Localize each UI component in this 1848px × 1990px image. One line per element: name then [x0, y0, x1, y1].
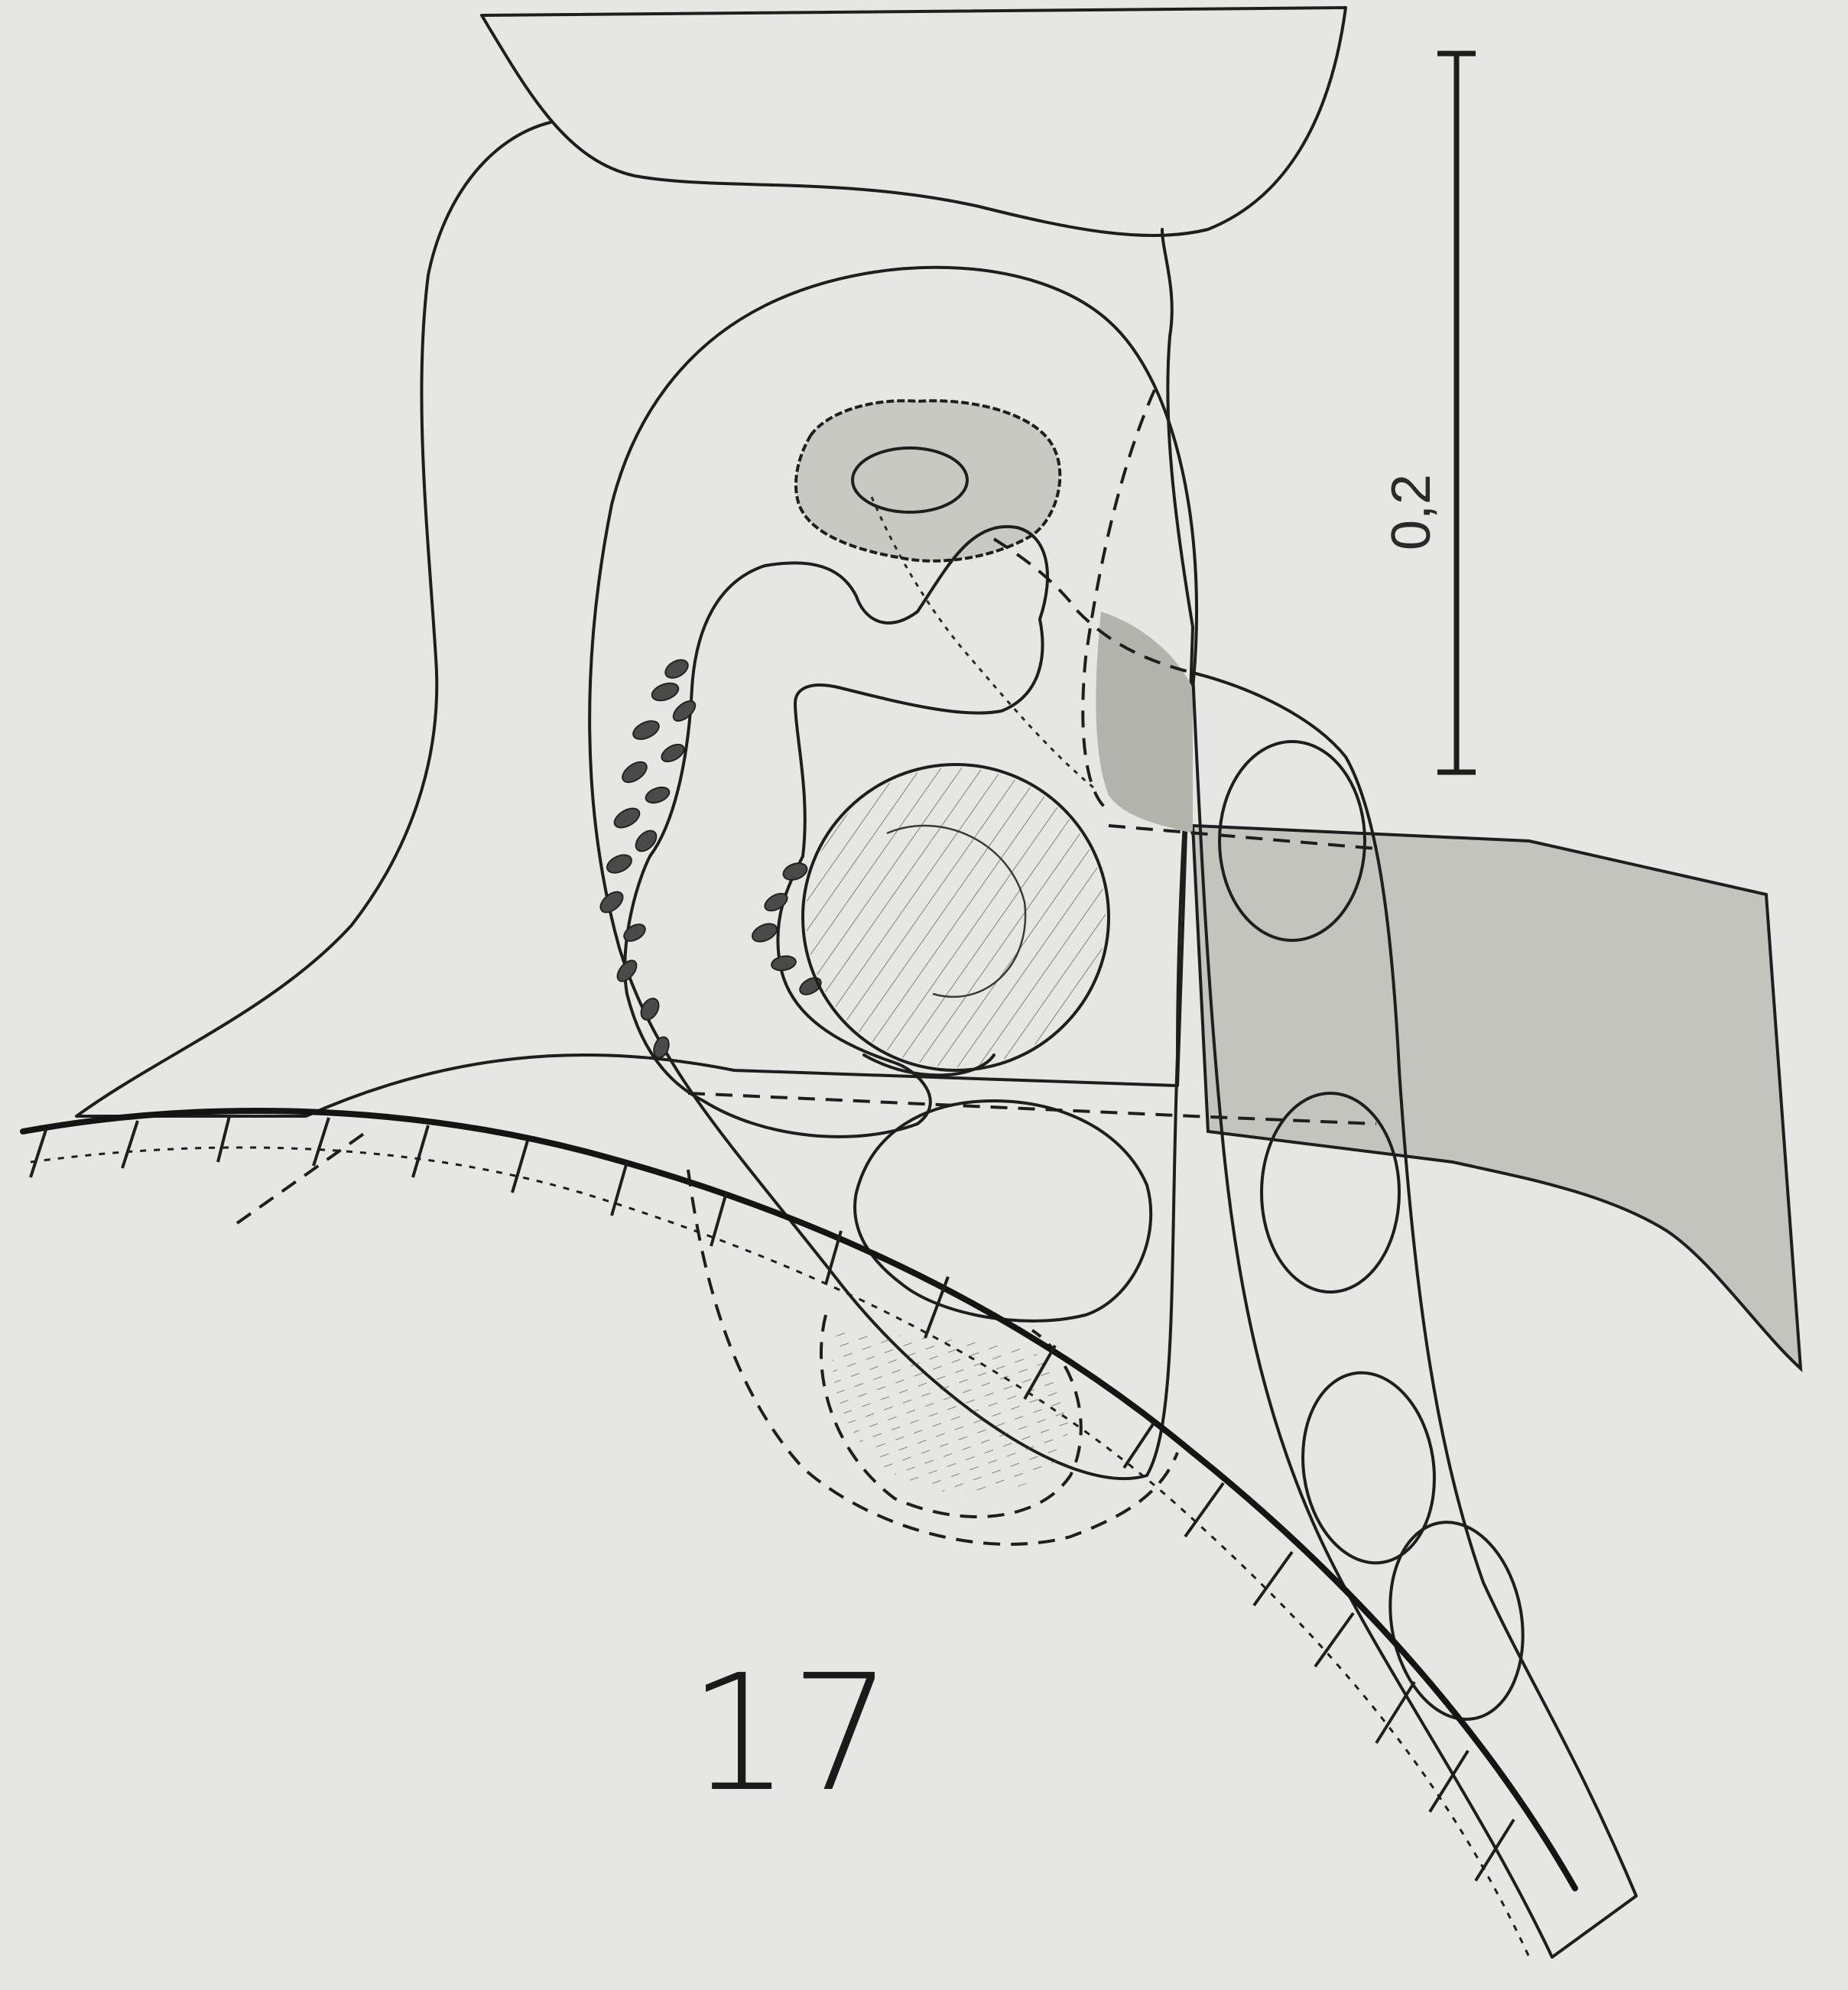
scale-bar: 0,2: [1381, 54, 1476, 772]
ciliated-ring: [796, 401, 1060, 561]
figure-number: 17: [688, 1640, 892, 1827]
right-horizontal-duct: [1193, 826, 1801, 1368]
tube-cell-4: [1375, 1511, 1538, 1730]
upper-tissue-mass: [482, 8, 1346, 235]
granule-cluster: [597, 656, 824, 1060]
tube-cell-3: [1291, 1364, 1446, 1571]
hatched-mass-lower: [855, 1101, 1151, 1321]
shaded-lobe: [1096, 612, 1193, 833]
scale-bar-label: 0,2: [1381, 474, 1442, 550]
